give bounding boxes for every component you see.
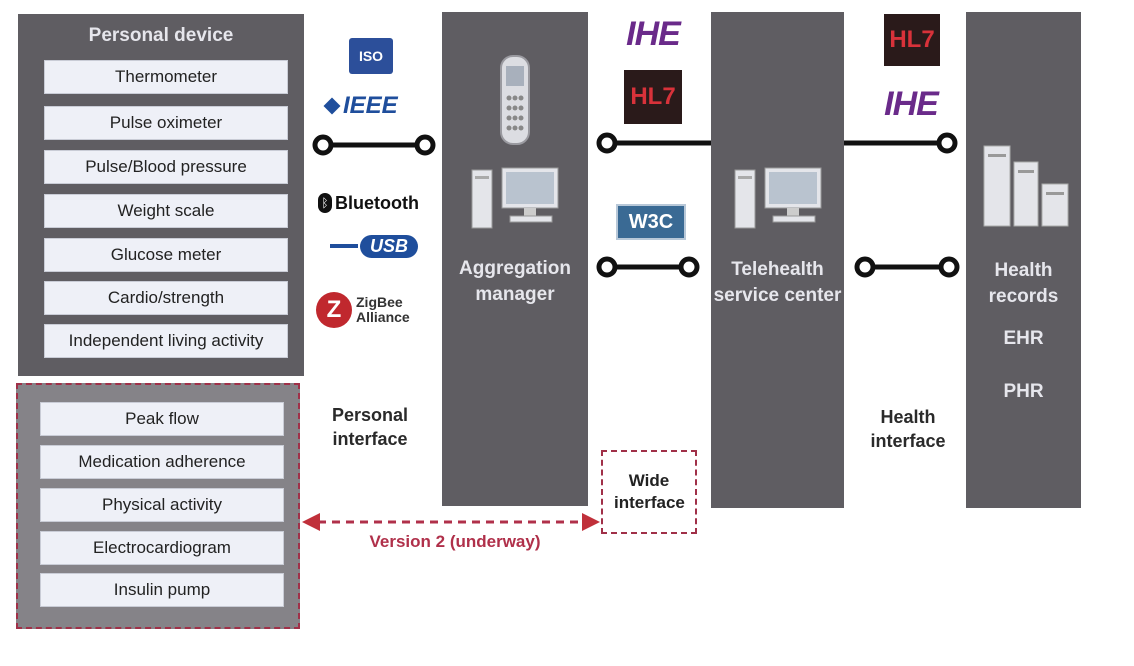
device-thermometer: Thermometer [44,60,288,94]
hl7-logo-wide: HL7 [624,70,682,124]
telehealth-computer-icon [734,167,822,229]
ieee-diamond-icon [323,97,341,115]
hl7-logo-health-text: HL7 [889,26,935,53]
ihe-logo-wide: IHE [620,14,686,54]
health-records-column: Health records EHR PHR [966,12,1081,508]
ihe-logo-health-text: IHE [884,84,939,123]
w3c-logo-text: W3C [628,210,674,233]
ehr-label: EHR [1003,328,1044,349]
usb-logo: USB [330,232,418,260]
device-blood-pressure: Pulse/Blood pressure [44,150,288,184]
ieee-logo: IEEE [323,92,422,120]
version2-arrow [302,513,600,531]
w3c-logo: W3C [616,204,686,240]
zigbee-logo: Z ZigBee Alliance [316,290,426,330]
zigbee-logo-text-alliance: Alliance [356,309,410,325]
usb-streak-icon [330,244,358,248]
ihe-logo-health: IHE [876,84,946,124]
wide-interface-box: Wide interface [601,450,697,534]
device-electrocardiogram: Electrocardiogram [40,531,284,565]
device-medication-adherence: Medication adherence [40,445,284,479]
server-stack-icon [983,145,1069,227]
wide-interface-label: Wide interface [614,471,685,512]
health-records-title: Health records [988,260,1059,307]
iso-logo-text: ISO [358,48,384,64]
ihe-logo-text: IHE [626,14,681,53]
aggregation-manager-column: Aggregation manager [442,12,588,506]
health-interface-connector [854,256,960,278]
device-physical-activity: Physical activity [40,488,284,522]
device-peak-flow: Peak flow [40,402,284,436]
telehealth-column: Telehealth service center [711,12,844,508]
phr-label: PHR [1003,381,1044,402]
device-glucose-meter: Glucose meter [44,238,288,272]
device-weight-scale: Weight scale [44,194,288,228]
zigbee-logo-text-zigbee: ZigBee [356,294,403,310]
bluetooth-icon: ᛒ [318,193,332,213]
desktop-computer-icon [471,167,559,229]
version2-label: Version 2 (underway) [369,532,541,551]
bluetooth-logo: ᛒ Bluetooth [318,190,428,216]
health-interface-label: Health interface [870,407,946,451]
hl7-logo-text: HL7 [630,83,676,110]
telehealth-title: Telehealth service center [713,259,842,306]
zigbee-z-icon: Z [316,292,352,328]
personal-device-title: Personal device [88,25,234,46]
device-cardio-strength: Cardio/strength [44,281,288,315]
personal-interface-label: Personal interface [331,405,409,449]
iso-logo: ISO [349,38,393,74]
wide-interface-connector [596,256,700,278]
zigbee-logo-text: ZigBee Alliance [356,295,410,325]
bluetooth-logo-text: Bluetooth [335,192,419,213]
aggregation-manager-title: Aggregation manager [459,258,571,305]
version2-device-panel: Peak flow Medication adherence Physical … [16,383,300,629]
mobile-phone-icon [500,55,530,145]
device-pulse-oximeter: Pulse oximeter [44,106,288,140]
ieee-logo-text: IEEE [343,92,398,119]
personal-interface-connector [312,134,436,156]
device-insulin-pump: Insulin pump [40,573,284,607]
hl7-logo-health: HL7 [884,14,940,66]
usb-logo-text: USB [359,234,418,258]
device-independent-living: Independent living activity [44,324,288,358]
